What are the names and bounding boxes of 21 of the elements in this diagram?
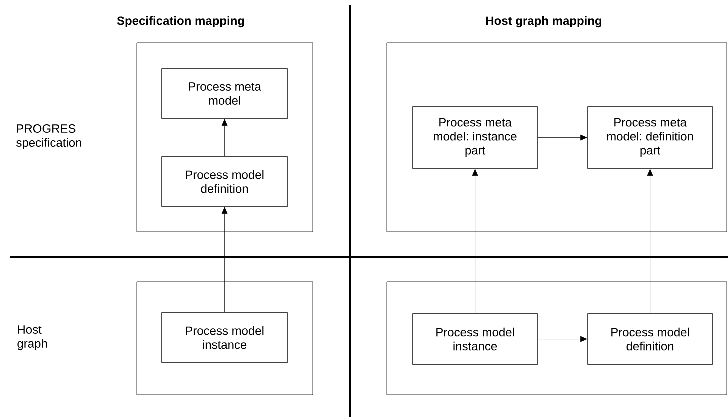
process-box: Process meta model: instance part (412, 106, 538, 169)
column-heading: Host graph mapping (486, 16, 602, 28)
process-box: Process model instance (412, 314, 538, 365)
arrow (647, 169, 654, 314)
container-box (386, 42, 728, 232)
container-box (386, 282, 728, 396)
row-heading: PROGRES specification (16, 124, 82, 150)
process-box: Process meta model: definition part (588, 106, 713, 169)
column-heading: Specification mapping (117, 16, 244, 28)
process-box: Process model instance (162, 312, 288, 363)
process-box: Process meta model (162, 68, 288, 119)
row-heading: Host graph (18, 326, 48, 350)
arrow (222, 119, 228, 157)
container-box (136, 282, 314, 396)
arrow (222, 207, 228, 313)
process-box: Process model definition (162, 156, 288, 207)
container-box (136, 42, 314, 232)
process-box: Process model definition (588, 314, 713, 365)
arrow (538, 336, 588, 342)
arrow (472, 169, 478, 314)
arrow (538, 134, 588, 141)
